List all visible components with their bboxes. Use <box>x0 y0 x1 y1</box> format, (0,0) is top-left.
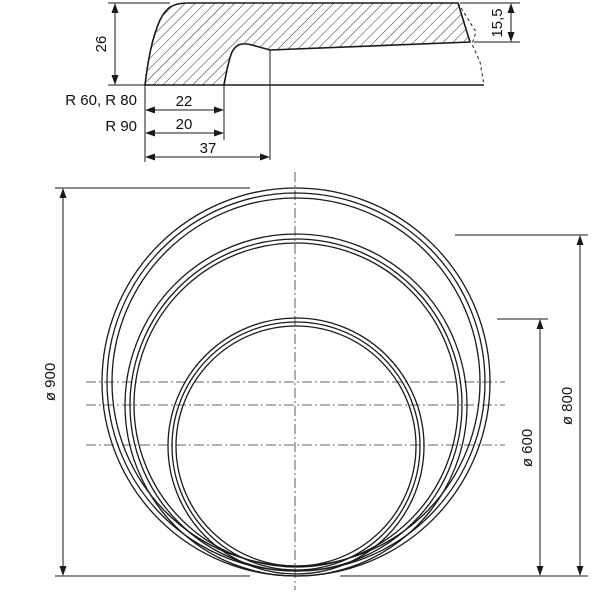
dim-middle-diameter-label: ø 800 <box>559 387 576 425</box>
dim-label-37: 37 <box>200 140 217 157</box>
dim-outer-diameter-label: ø 900 <box>42 363 59 401</box>
middle-ring <box>124 233 468 577</box>
plan-view: ø 900 ø 800 ø 600 <box>42 172 588 590</box>
dim-height-label: 26 <box>93 36 110 53</box>
profile-break-line <box>457 2 485 86</box>
dim-label-20: 20 <box>176 116 193 133</box>
radius-label-r60-r80: R 60, R 80 <box>65 92 137 109</box>
profile-section: 26 15,5 R 60, R 80 R 90 22 20 37 <box>65 2 520 162</box>
dim-label-22: 22 <box>176 93 193 110</box>
dim-thickness-label: 15,5 <box>489 8 506 37</box>
profile-hatched-body <box>144 2 472 86</box>
inner-ring <box>167 317 425 575</box>
dim-inner-diameter-label: ø 600 <box>519 429 536 467</box>
radius-label-r90: R 90 <box>105 118 137 135</box>
